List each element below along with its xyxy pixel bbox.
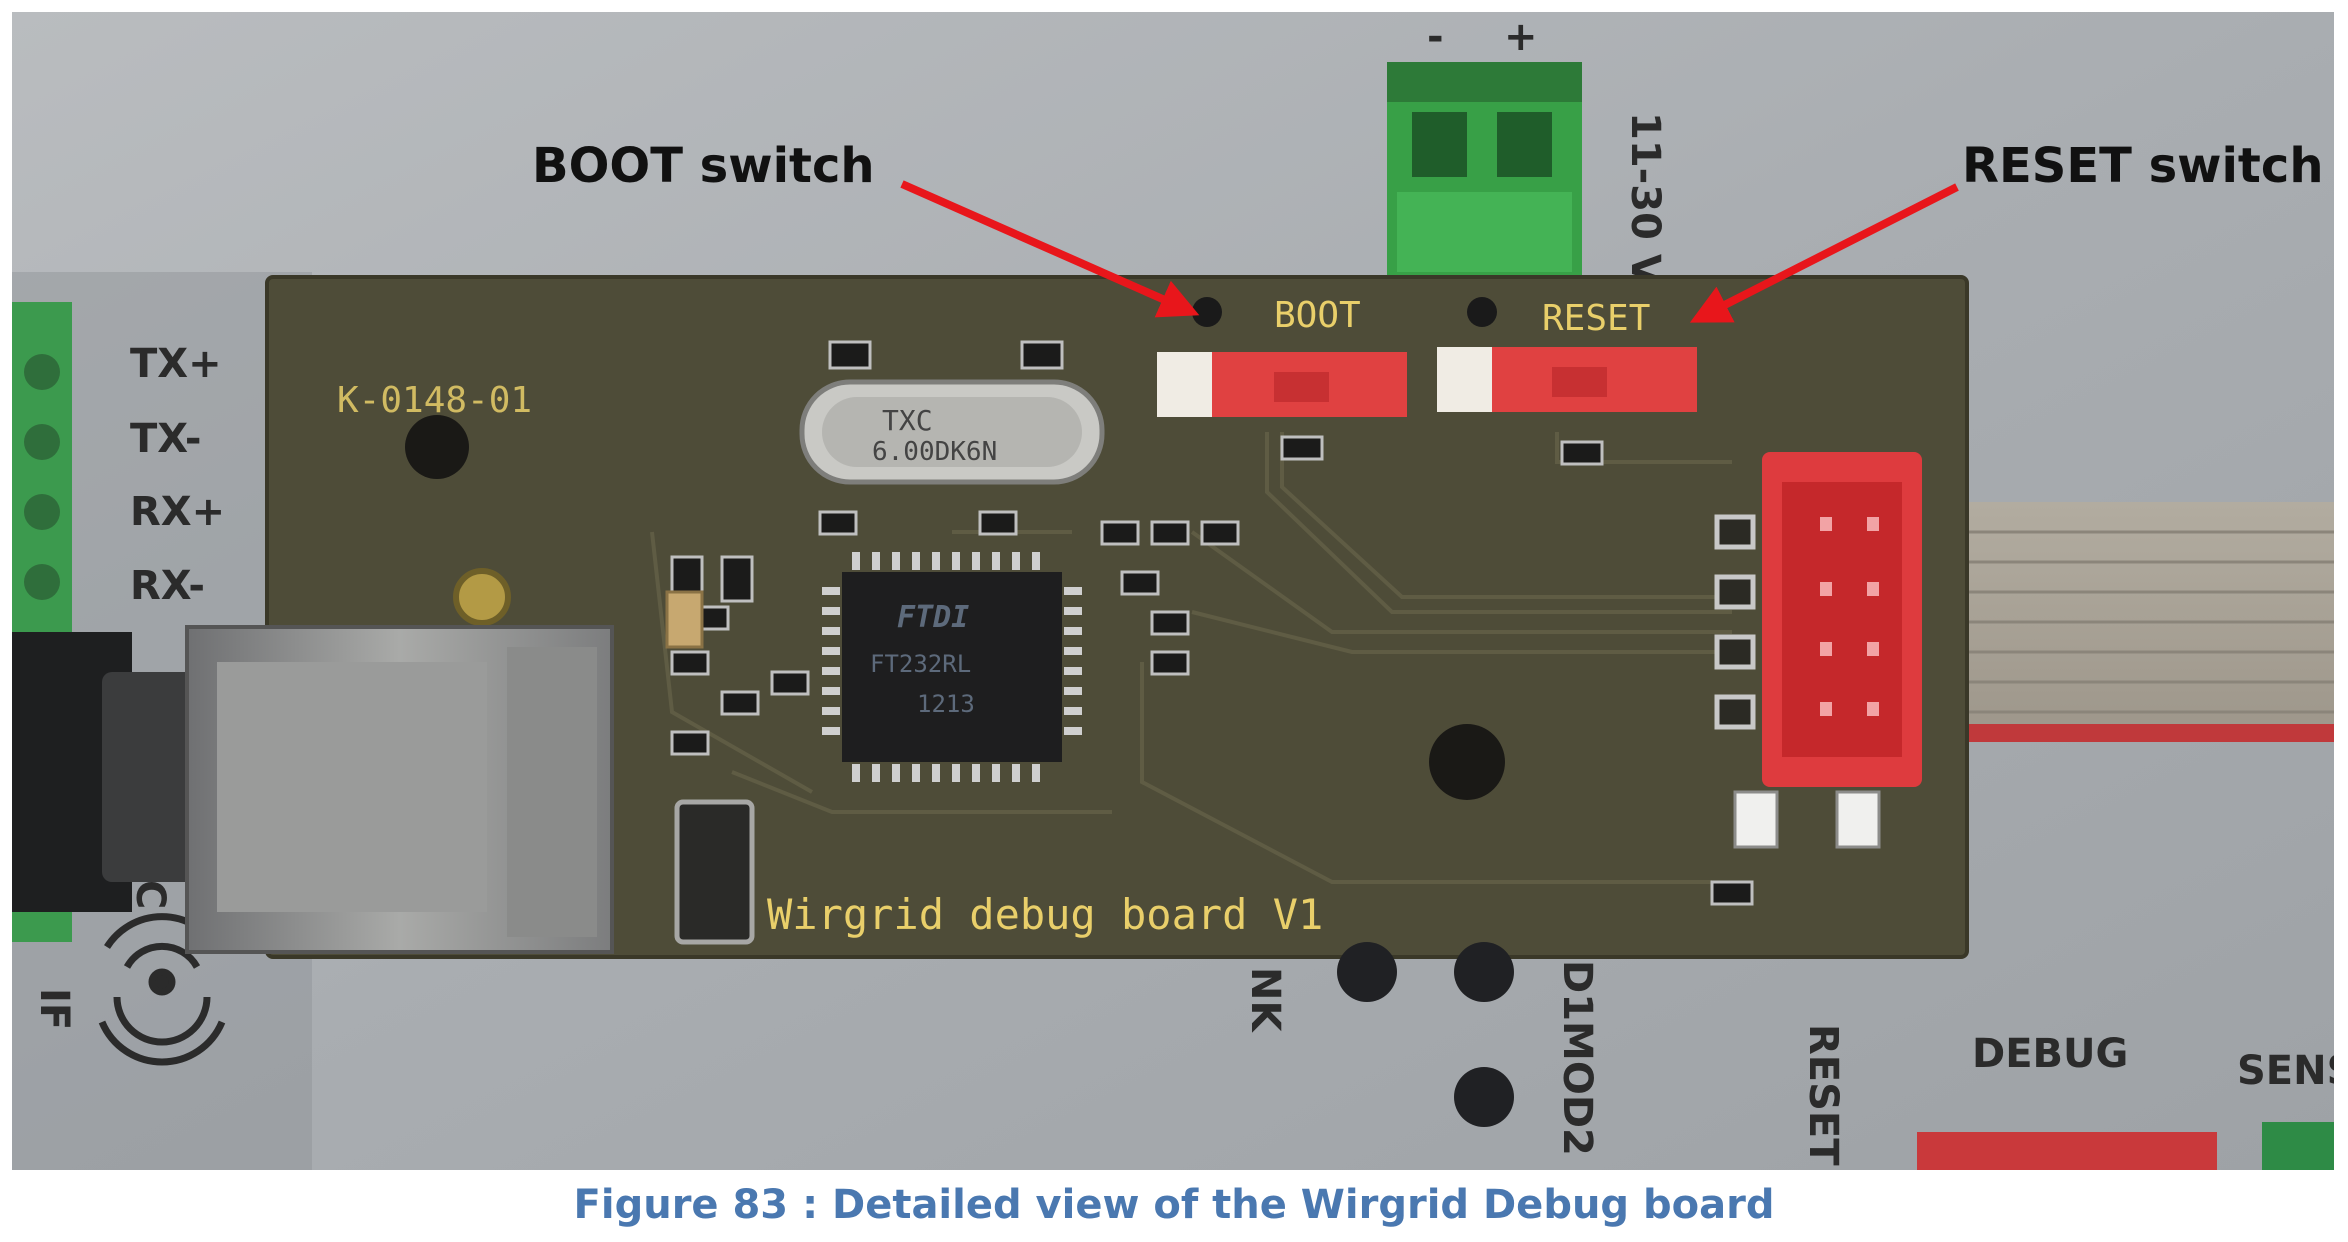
label-reset-enclosure: RESET	[1800, 1024, 1846, 1166]
crystal-oscillator: TXC 6.00DK6N	[799, 379, 1105, 485]
ribbon-connector	[1762, 452, 1922, 787]
power-terminal-block	[1387, 62, 1582, 282]
label-rx-plus: RX+	[130, 489, 225, 535]
label-tx-minus: TX-	[130, 416, 201, 462]
debug-port	[1917, 1132, 2217, 1170]
enclosure-led-hole-3	[1454, 1067, 1514, 1127]
silk-boot: BOOT	[1274, 295, 1361, 336]
led-right	[1835, 790, 1881, 849]
chip-part: FT232RL	[870, 650, 971, 678]
silk-reset: RESET	[1542, 298, 1650, 339]
silk-board-id: K-0148-01	[337, 380, 532, 421]
enclosure-led-hole-2	[1454, 942, 1514, 1002]
mounting-hole-left	[405, 415, 469, 479]
reset-switch	[1437, 297, 1697, 412]
callout-boot: BOOT switch	[532, 138, 875, 194]
ftdi-chip: FTDI FT232RL 1213	[822, 552, 1082, 782]
label-debug: DEBUG	[1972, 1031, 2128, 1077]
chip-code: 1213	[917, 690, 975, 718]
standoff-screw	[453, 568, 511, 626]
label-partial-if: IF	[31, 988, 77, 1030]
arrow-boot	[900, 180, 1200, 318]
pin-header	[1714, 514, 1756, 730]
label-minus: -	[1427, 14, 1444, 60]
label-rx-minus: RX-	[130, 563, 205, 609]
led-left	[1733, 790, 1779, 849]
smd-components	[670, 340, 1754, 906]
mounting-hole-right	[1429, 724, 1505, 800]
figure-caption: Figure 83 : Detailed view of the Wirgrid…	[573, 1182, 1775, 1228]
smd-diode	[674, 799, 755, 945]
silk-board-name: Wirgrid debug board V1	[767, 890, 1323, 939]
label-partial-c: C	[127, 880, 173, 909]
label-tx-plus: TX+	[130, 341, 222, 387]
crystal-line2: 6.00DK6N	[872, 437, 997, 467]
label-nk: NK	[1242, 967, 1288, 1033]
label-mode: D1MOD2	[1554, 960, 1600, 1156]
arrow-reset	[1689, 183, 1959, 323]
smd-capacitor	[665, 590, 704, 649]
debug-board-photo: TX+ TX- RX+ RX- C IF - + 11-30 VD	[12, 12, 2334, 1170]
usb-b-connector	[12, 625, 614, 954]
chip-brand: FTDI	[897, 600, 969, 635]
sens-port	[2262, 1122, 2334, 1170]
label-sens: SENS	[2237, 1048, 2334, 1094]
boot-switch	[1157, 297, 1407, 417]
crystal-line1: TXC	[882, 404, 933, 437]
enclosure-led-hole-1	[1337, 942, 1397, 1002]
callout-reset: RESET switch	[1962, 138, 2324, 194]
pcb-traces	[650, 432, 1732, 884]
label-plus: +	[1504, 14, 1538, 60]
ribbon-cable	[1912, 502, 2334, 742]
